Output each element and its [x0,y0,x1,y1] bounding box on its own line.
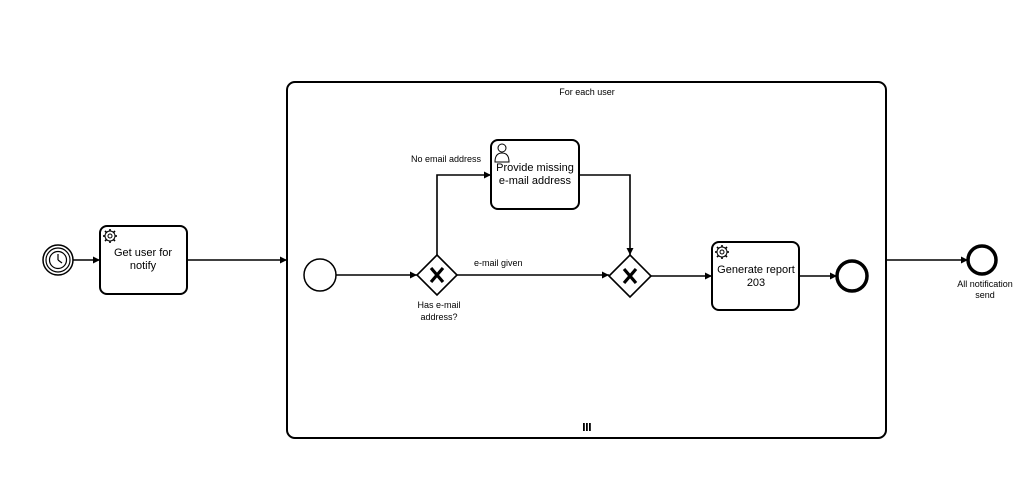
end-event-label-line-2: send [975,290,995,300]
subprocess-label: For each user [559,87,615,97]
task-generate-report[interactable]: Generate report 203 [711,241,800,311]
task-label-line-1: Generate report [717,264,795,276]
gateway-label-line-2: address? [420,312,457,322]
x-marker-icon [622,267,638,285]
flow-no-email[interactable] [436,171,491,255]
task-label-line-1: Provide missing [496,162,574,174]
task-label-line-2: 203 [747,277,765,289]
user-icon [494,143,510,163]
task-get-user[interactable]: Get user for notify [99,225,188,295]
flow-label-no-email: No email address [411,154,482,164]
x-marker-icon [429,266,445,284]
task-label-line-1: Get user for [114,247,172,259]
exclusive-gateway-join[interactable] [607,253,653,299]
timer-start-event[interactable] [42,244,74,276]
parallel-multi-instance-icon [583,423,591,431]
sequence-flows [73,171,968,280]
task-label-line-2: e-mail address [499,175,572,187]
gear-icon [102,228,118,244]
clock-icon [48,250,68,270]
end-event-all-notification-send[interactable] [966,244,998,276]
end-event-label-line-1: All notification [957,279,1013,289]
inner-end-event[interactable] [835,259,869,293]
gateway-label-line-1: Has e-mail [417,300,460,310]
exclusive-gateway-split[interactable] [415,253,459,297]
task-provide-email[interactable]: Provide missing e-mail address [490,139,580,210]
task-label-line-2: notify [130,260,157,272]
flow-label-email-given: e-mail given [474,258,523,268]
gear-icon [714,244,730,260]
inner-start-event[interactable] [303,258,337,292]
flow-provide-to-join[interactable] [579,174,634,255]
